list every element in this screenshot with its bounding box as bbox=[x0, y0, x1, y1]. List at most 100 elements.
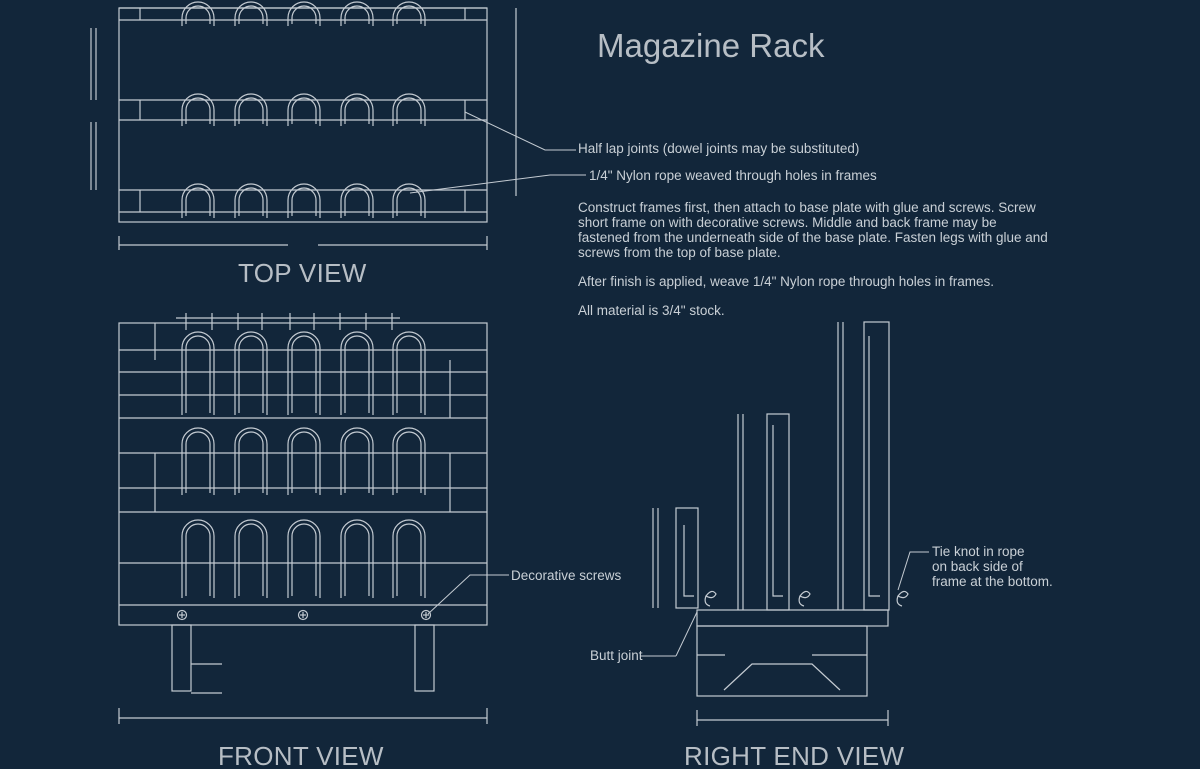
rope-loop bbox=[234, 331, 268, 415]
rope-loop-inner bbox=[291, 431, 317, 493]
rope-loop-inner bbox=[396, 5, 422, 24]
rope-loop bbox=[234, 1, 268, 26]
rope-loop bbox=[340, 1, 374, 26]
decorative-screws-callout: Decorative screws bbox=[511, 568, 622, 583]
middle-frame bbox=[766, 413, 790, 611]
base-plate bbox=[696, 609, 889, 627]
front-view-label: FRONT VIEW bbox=[218, 741, 384, 769]
tie-knot-leader bbox=[897, 551, 929, 591]
rope-loop-inner bbox=[291, 97, 317, 124]
rope-loop bbox=[181, 183, 215, 218]
rope-loop bbox=[234, 427, 268, 495]
right-end-view-drawing bbox=[652, 321, 909, 726]
decorative-screw bbox=[420, 609, 432, 621]
rope-loop bbox=[234, 93, 268, 126]
rope-loop-inner bbox=[396, 431, 422, 493]
rope-knot bbox=[705, 590, 717, 599]
rope-loop bbox=[340, 183, 374, 218]
decorative-screw bbox=[176, 609, 188, 621]
rope-loop bbox=[181, 1, 215, 26]
front-leg bbox=[171, 624, 192, 692]
rope-loop bbox=[181, 331, 215, 415]
rope-loop-inner bbox=[396, 335, 422, 413]
decorative-screw bbox=[297, 609, 309, 621]
middle-frame-inner bbox=[772, 425, 783, 597]
rope-loop bbox=[287, 93, 321, 126]
rope-loop-inner bbox=[291, 5, 317, 24]
page-title: Magazine Rack bbox=[597, 27, 825, 64]
rope-loop-inner bbox=[185, 5, 211, 24]
finish-note: After finish is applied, weave 1/4" Nylo… bbox=[578, 274, 995, 289]
rope-loop-inner bbox=[238, 431, 264, 493]
butt-joint-leader bbox=[675, 611, 698, 657]
rope-loop-inner bbox=[344, 523, 370, 596]
rope-loop-inner bbox=[396, 187, 422, 216]
tie-knot-callout-line1: Tie knot in rope bbox=[932, 544, 1025, 559]
base-bevel bbox=[723, 663, 841, 691]
rope-loop bbox=[340, 93, 374, 126]
rope-loop bbox=[340, 427, 374, 495]
rope-leader bbox=[409, 174, 586, 194]
rope-loop bbox=[392, 1, 426, 26]
decorative-screws-leader bbox=[427, 574, 509, 615]
rope-loop-inner bbox=[291, 187, 317, 216]
rope-knot bbox=[704, 595, 711, 607]
rope-knot bbox=[896, 595, 903, 607]
rope-loop bbox=[234, 183, 268, 218]
butt-joint-callout: Butt joint bbox=[590, 648, 643, 663]
rope-loop-inner bbox=[344, 335, 370, 413]
rope-loop-inner bbox=[185, 187, 211, 216]
rope-loop-inner bbox=[185, 523, 211, 596]
short-frame-inner bbox=[683, 525, 694, 597]
rope-loop bbox=[392, 519, 426, 598]
rope-loop bbox=[392, 93, 426, 126]
rope-loop bbox=[234, 519, 268, 598]
front-view-outline bbox=[118, 322, 488, 626]
rope-loop bbox=[287, 331, 321, 415]
rope-loop bbox=[287, 1, 321, 26]
front-view-drawing bbox=[118, 313, 488, 724]
half-lap-callout: Half lap joints (dowel joints may be sub… bbox=[578, 141, 860, 156]
rope-knot bbox=[799, 590, 811, 599]
rope-callout: 1/4" Nylon rope weaved through holes in … bbox=[589, 168, 877, 183]
rope-loop bbox=[392, 183, 426, 218]
rope-loop-inner bbox=[185, 97, 211, 124]
rope-loop-inner bbox=[344, 431, 370, 493]
rope-loop bbox=[181, 519, 215, 598]
rope-loop-inner bbox=[344, 97, 370, 124]
rope-loop-inner bbox=[396, 97, 422, 124]
back-frame bbox=[863, 321, 890, 611]
right-end-view-label: RIGHT END VIEW bbox=[684, 741, 905, 769]
rope-loop bbox=[181, 93, 215, 126]
rope-loop-inner bbox=[344, 187, 370, 216]
rope-loop bbox=[287, 427, 321, 495]
rope-loop-inner bbox=[291, 523, 317, 596]
top-view-label: TOP VIEW bbox=[238, 258, 367, 288]
tie-knot-callout-line3: frame at the bottom. bbox=[932, 574, 1053, 589]
rope-loop bbox=[340, 519, 374, 598]
rope-loop-inner bbox=[238, 97, 264, 124]
rope-loop bbox=[287, 519, 321, 598]
rope-loop-inner bbox=[238, 523, 264, 596]
rope-loop bbox=[340, 331, 374, 415]
rope-loop-inner bbox=[344, 5, 370, 24]
short-frame bbox=[675, 507, 699, 609]
rope-loop bbox=[181, 427, 215, 495]
rope-knot bbox=[798, 595, 805, 607]
rope-loop-inner bbox=[238, 5, 264, 24]
leader-lines bbox=[409, 111, 929, 657]
rope-loop bbox=[392, 427, 426, 495]
top-view-drawing bbox=[90, 1, 517, 250]
rope-loop bbox=[392, 331, 426, 415]
rope-loop-inner bbox=[238, 187, 264, 216]
half-lap-leader bbox=[464, 111, 576, 151]
rope-loop-inner bbox=[185, 335, 211, 413]
rope-loop-inner bbox=[396, 523, 422, 596]
construction-note: Construct frames first, then attach to b… bbox=[578, 200, 1048, 260]
tie-knot-callout-line2: on back side of bbox=[932, 559, 1023, 574]
rope-loop-inner bbox=[291, 335, 317, 413]
front-leg bbox=[414, 624, 435, 692]
material-note: All material is 3/4" stock. bbox=[578, 303, 725, 318]
